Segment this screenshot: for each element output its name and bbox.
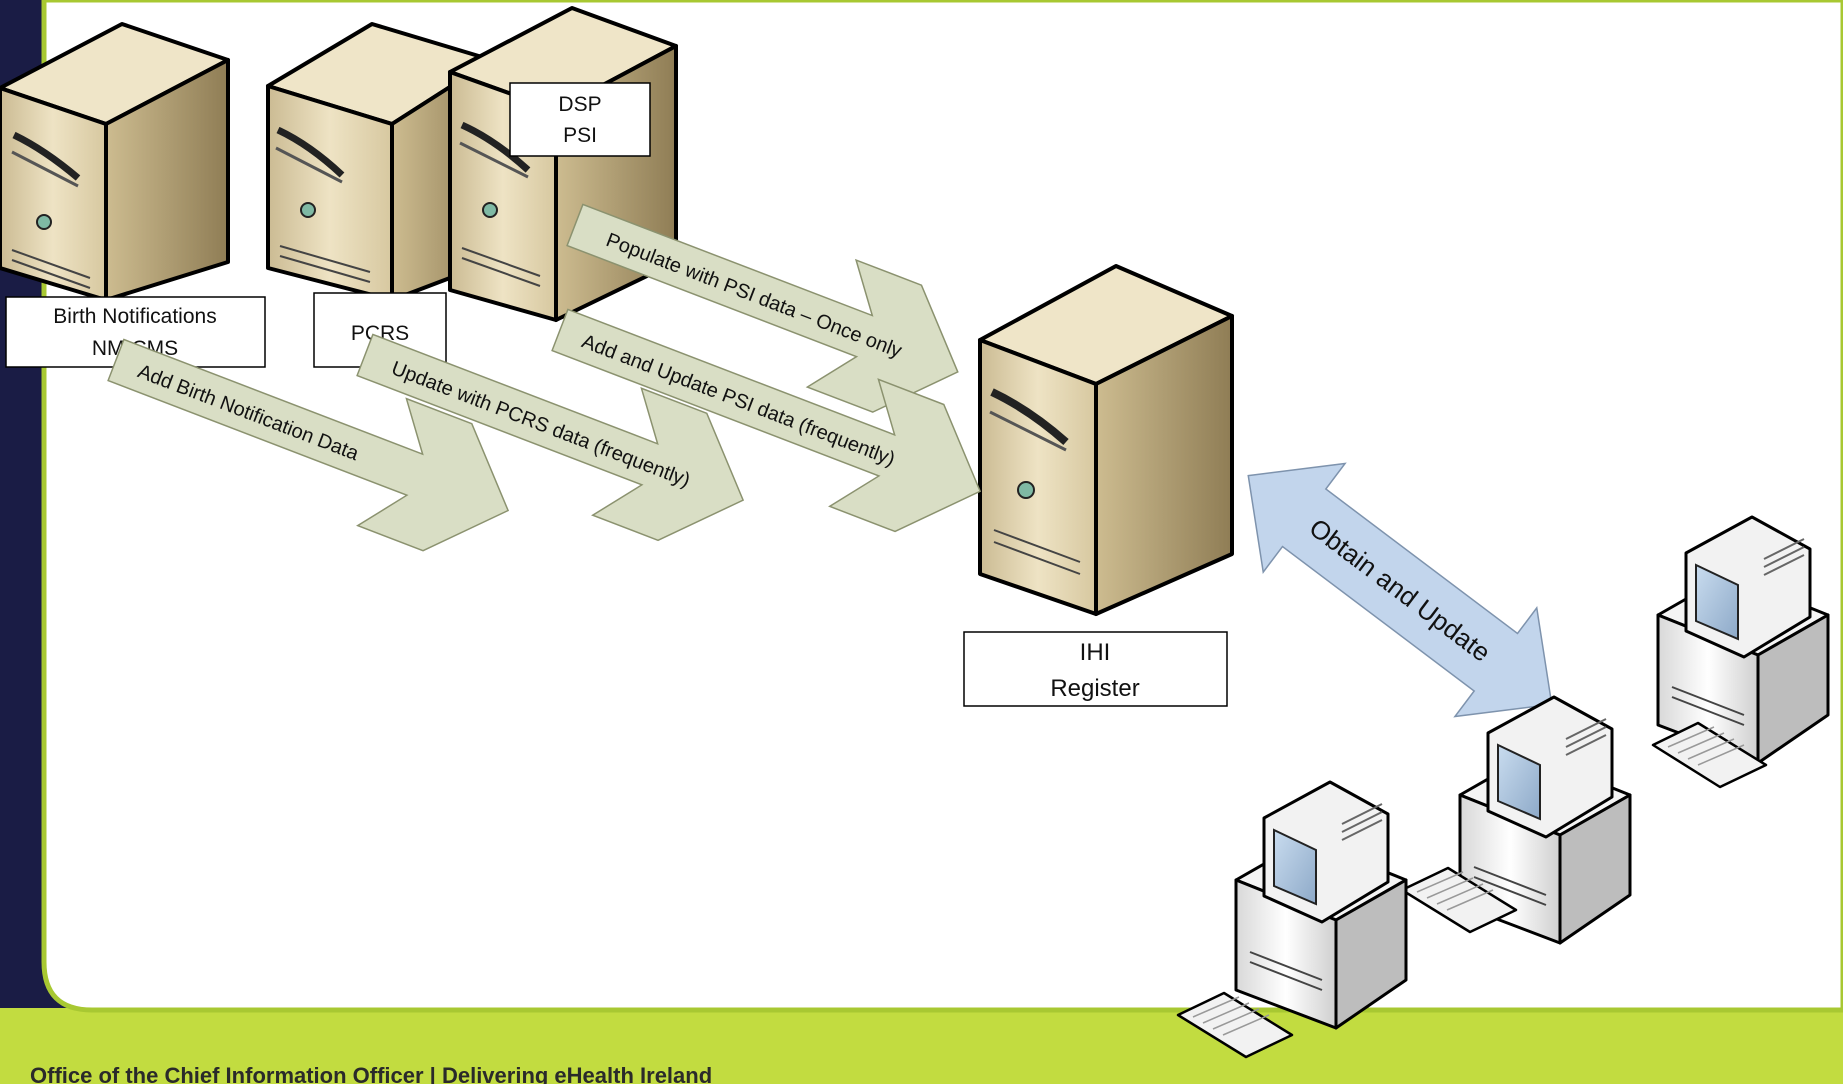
dsp-psi-label-box: DSP PSI xyxy=(509,82,651,157)
psi-label: PSI xyxy=(563,124,597,147)
dsp-label: DSP xyxy=(558,93,601,116)
footer-text: Office of the Chief Information Officer … xyxy=(30,1063,712,1084)
server-ihi-register-icon xyxy=(978,264,1234,616)
computer-workstation-1-icon xyxy=(1651,515,1830,789)
server-birth-notifications-icon xyxy=(0,22,230,302)
pcrs-label: PCRS xyxy=(351,322,409,345)
ihi-register-label-box: IHI Register xyxy=(963,631,1228,707)
register-label: Register xyxy=(1050,675,1139,702)
footer-band xyxy=(0,1008,1843,1084)
birth-notifications-label: Birth Notifications xyxy=(53,305,216,328)
computer-workstation-3-icon xyxy=(1176,780,1408,1059)
ihi-label: IHI xyxy=(1080,639,1111,666)
computer-workstation-2-icon xyxy=(1400,695,1632,945)
